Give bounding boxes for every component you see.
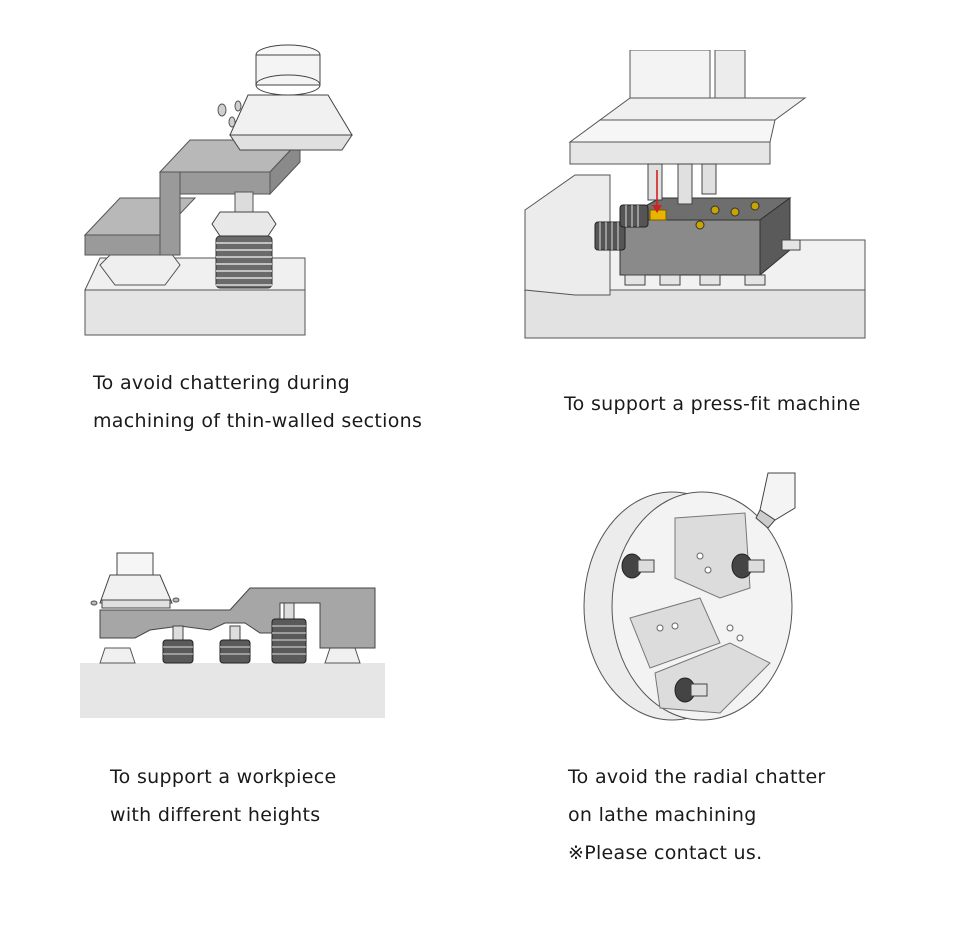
workpiece-upper-front [179, 171, 271, 195]
press-plate-front [569, 141, 771, 165]
stepped-workpiece [99, 587, 376, 649]
caption-line: To support a workpiece [110, 766, 337, 788]
press-pin [701, 163, 717, 195]
chips-icon [90, 597, 180, 606]
thin-walled-machining-illustration [83, 44, 353, 336]
different-heights-illustration [80, 552, 385, 718]
press-plate-top [598, 97, 807, 121]
caption-lathe: To avoid the radial chatter on lathe mac… [568, 758, 826, 872]
base-block [80, 663, 385, 718]
support-spring-body [215, 235, 273, 289]
press-pin [677, 163, 693, 205]
machine-base-front [524, 289, 866, 339]
jaw-holes [656, 552, 744, 642]
press-fit-part [649, 209, 667, 221]
caption-line: with different heights [110, 804, 321, 826]
caption-line: To support a press-fit machine [564, 393, 861, 415]
base-supports [99, 647, 361, 664]
fixture-holes [695, 201, 760, 230]
workpiece-lower-front [84, 234, 161, 256]
support-spring-left [594, 221, 626, 251]
caption-different-heights: To support a workpiece with different he… [110, 758, 336, 834]
caption-line: To avoid the radial chatter [568, 766, 826, 788]
machine-wall [524, 174, 611, 296]
caption-thin-walled: To avoid chattering during machining of … [93, 364, 422, 440]
press-plate-side [568, 119, 776, 143]
lathe-cutting-tool-icon [755, 472, 796, 529]
coolant-drops-icon [217, 100, 242, 128]
chuck-jaw-left [629, 597, 721, 669]
support-tall [271, 602, 307, 664]
caption-line: machining of thin-walled sections [93, 410, 423, 432]
caption-line: ※Please contact us. [568, 842, 763, 864]
workpiece-riser [159, 171, 181, 256]
caption-line: To avoid chattering during [93, 372, 350, 394]
fixture-front [619, 219, 761, 276]
support-short-1 [162, 625, 194, 664]
base-block-front [84, 289, 306, 336]
press-direction-arrowhead [652, 205, 662, 213]
fixture-feet [624, 239, 801, 286]
milling-cutter-icon [99, 552, 173, 609]
milling-cutter-icon [229, 44, 353, 151]
press-pin [647, 163, 663, 201]
workpiece-upper-side [269, 138, 301, 196]
support-short-2 [219, 625, 251, 664]
caption-line: on lathe machining [568, 804, 757, 826]
support-spring-mid [619, 204, 649, 228]
press-fit-machine-illustration [523, 50, 866, 339]
caption-press-fit: To support a press-fit machine [564, 385, 861, 423]
support-upper-right [731, 553, 765, 579]
support-lower [674, 677, 708, 703]
support-upper-left [621, 553, 655, 579]
lathe-chuck-illustration [583, 472, 796, 721]
support-nut [211, 211, 277, 237]
support-plunger [234, 191, 254, 213]
chuck-jaw-top [674, 512, 751, 599]
